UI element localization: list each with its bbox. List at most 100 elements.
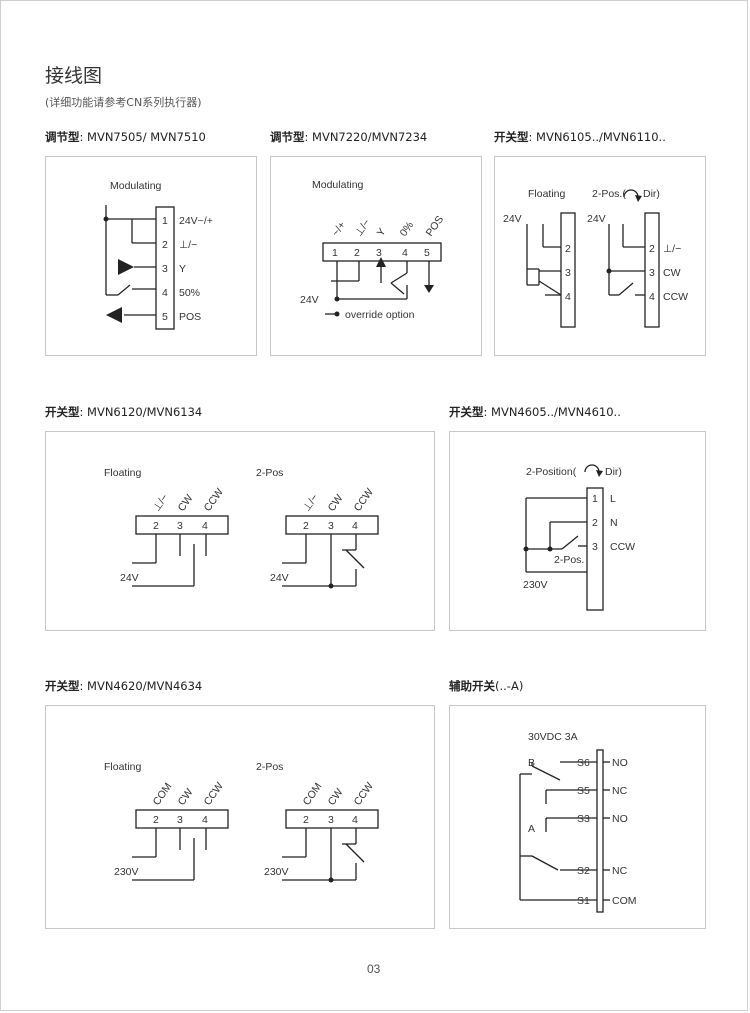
terminal-number: 3: [592, 541, 598, 553]
terminal-label: Y: [179, 263, 186, 275]
terminal-number: 4: [202, 520, 208, 532]
wiring-diagram-svg: Modulating 1 2 3 4 5 ~/+ ⊥/− Y 0% POS 24…: [300, 179, 447, 321]
terminal-label: CW: [176, 492, 196, 513]
section-type: 开关型: [494, 130, 529, 144]
terminal-label: 24V~/+: [179, 215, 213, 227]
mode-label: Floating: [104, 467, 142, 479]
section-title-mvn6120: 开关型: MVN6120/MVN6134: [45, 404, 202, 420]
supply-label: 24V: [120, 572, 139, 584]
terminal-number: 3: [565, 267, 571, 279]
wiring-diagram-mvn7505: Modulating 1 2 3 4 5 24V~/+ ⊥/− Y 50% PO…: [45, 156, 257, 356]
arrow-icon: [606, 195, 642, 274]
terminal-label: CCW: [352, 780, 376, 807]
terminal-number: S5: [577, 785, 590, 797]
arrow-icon: [334, 257, 434, 317]
terminal-number: 4: [202, 814, 208, 826]
section-title-mvn7220: 调节型: MVN7220/MVN7234: [270, 129, 427, 145]
terminal-number: S2: [577, 865, 590, 877]
terminal-number: 2: [592, 517, 598, 529]
switch-label: B: [528, 757, 535, 769]
section-title-mvn7505: 调节型: MVN7505/ MVN7510: [45, 129, 206, 145]
supply-label: 24V: [300, 294, 319, 306]
supply-label: 230V: [264, 866, 289, 878]
section-models: : MVN6105../MVN6110..: [528, 130, 666, 144]
terminal-number: 3: [162, 263, 168, 275]
wiring-diagram-svg: Floating 2-Pos ⊥/− CW CCW ⊥/− CW CCW 2 3…: [104, 467, 379, 589]
section-type: 辅助开关: [449, 679, 495, 693]
terminal-label: POS: [424, 214, 447, 239]
terminal-label: COM: [301, 781, 325, 808]
page-title: 接线图: [45, 65, 103, 87]
terminal-label: POS: [179, 311, 201, 323]
terminal-label: CCW: [352, 486, 376, 513]
section-type: 开关型: [449, 405, 484, 419]
terminal-label: CCW: [663, 291, 688, 303]
section-type: 开关型: [45, 679, 80, 693]
terminal-number: 2: [303, 814, 309, 826]
junction-dot: [328, 877, 334, 883]
terminal-label: 50%: [179, 287, 200, 299]
mode-label: 2-Pos: [256, 761, 283, 773]
section-models: : MVN7505/ MVN7510: [79, 130, 206, 144]
section-type: 调节型: [270, 130, 305, 144]
wiring-diagram-svg: 2-Position( Dir) 1 2 3 L N CCW 2-Pos. 23…: [523, 464, 635, 611]
wiring-diagram-svg: 30VDC 3A B A S6 S5 S3 S2 S1 NO NC NO NC …: [519, 731, 637, 913]
junction-dot: [328, 583, 334, 589]
terminal-number: 4: [565, 291, 571, 303]
terminal-number: 2: [153, 814, 159, 826]
terminal-label: CW: [326, 492, 346, 513]
mode-label: Dir): [605, 466, 622, 478]
terminal-number: 5: [162, 311, 168, 323]
terminal-number: S1: [577, 895, 590, 907]
terminal-number: 2: [565, 243, 571, 255]
wiring-diagram-aux-switch: 30VDC 3A B A S6 S5 S3 S2 S1 NO NC NO NC …: [449, 705, 706, 929]
terminal-number: 3: [649, 267, 655, 279]
terminal-label: NC: [612, 865, 628, 877]
supply-label: 24V: [503, 213, 522, 225]
switch-label: 2-Pos.: [554, 554, 584, 566]
supply-label: 24V: [270, 572, 289, 584]
mode-label: Dir): [643, 188, 660, 200]
terminal-label: ⊥/−: [151, 492, 171, 514]
supply-label: 230V: [114, 866, 139, 878]
mode-label: Modulating: [312, 179, 364, 191]
terminal-label: ⊥/−: [301, 492, 321, 514]
terminal-number: S3: [577, 813, 590, 825]
section-models: : MVN6120/MVN6134: [79, 405, 203, 419]
terminal-label: NC: [612, 785, 628, 797]
terminal-number: 2: [303, 520, 309, 532]
terminal-label: COM: [151, 781, 175, 808]
terminal-label: CCW: [610, 541, 635, 553]
section-models: (..-A): [495, 679, 524, 693]
legend-label: override option: [345, 309, 415, 321]
wiring-diagram-mvn4620: Floating 2-Pos COM CW CCW COM CW CCW 2 3…: [45, 705, 435, 929]
terminal-number: 5: [424, 247, 430, 259]
section-title-mvn6105: 开关型: MVN6105../MVN6110..: [494, 129, 666, 145]
terminal-number: 4: [352, 814, 358, 826]
wiring-diagram-svg: Modulating 1 2 3 4 5 24V~/+ ⊥/− Y 50% PO…: [103, 180, 213, 330]
terminal-number: 3: [177, 814, 183, 826]
mode-label: 2-Pos.(: [592, 188, 626, 200]
section-type: 开关型: [45, 405, 80, 419]
section-title-mvn4620: 开关型: MVN4620/MVN4634: [45, 678, 202, 694]
page-number: 03: [367, 962, 381, 976]
terminal-label: ~/+: [330, 219, 349, 238]
wiring-diagram-mvn7220: Modulating 1 2 3 4 5 ~/+ ⊥/− Y 0% POS 24…: [270, 156, 482, 356]
junction-dot: [523, 470, 603, 552]
terminal-number: 3: [328, 520, 334, 532]
terminal-number: 1: [592, 493, 598, 505]
terminal-label: COM: [612, 895, 637, 907]
terminal-label: N: [610, 517, 618, 529]
terminal-number: 3: [376, 247, 382, 259]
section-type: 调节型: [45, 130, 80, 144]
terminal-number: 1: [162, 215, 168, 227]
terminal-label: L: [610, 493, 616, 505]
supply-label: 230V: [523, 579, 548, 591]
section-title-mvn4605: 开关型: MVN4605../MVN4610..: [449, 404, 621, 420]
terminal-number: 4: [402, 247, 408, 259]
terminal-label: Y: [375, 226, 389, 239]
mode-label: Modulating: [110, 180, 162, 192]
terminal-number: 2: [162, 239, 168, 251]
mode-label: 2-Position(: [526, 466, 577, 478]
section-models: : MVN4605../MVN4610..: [483, 405, 621, 419]
